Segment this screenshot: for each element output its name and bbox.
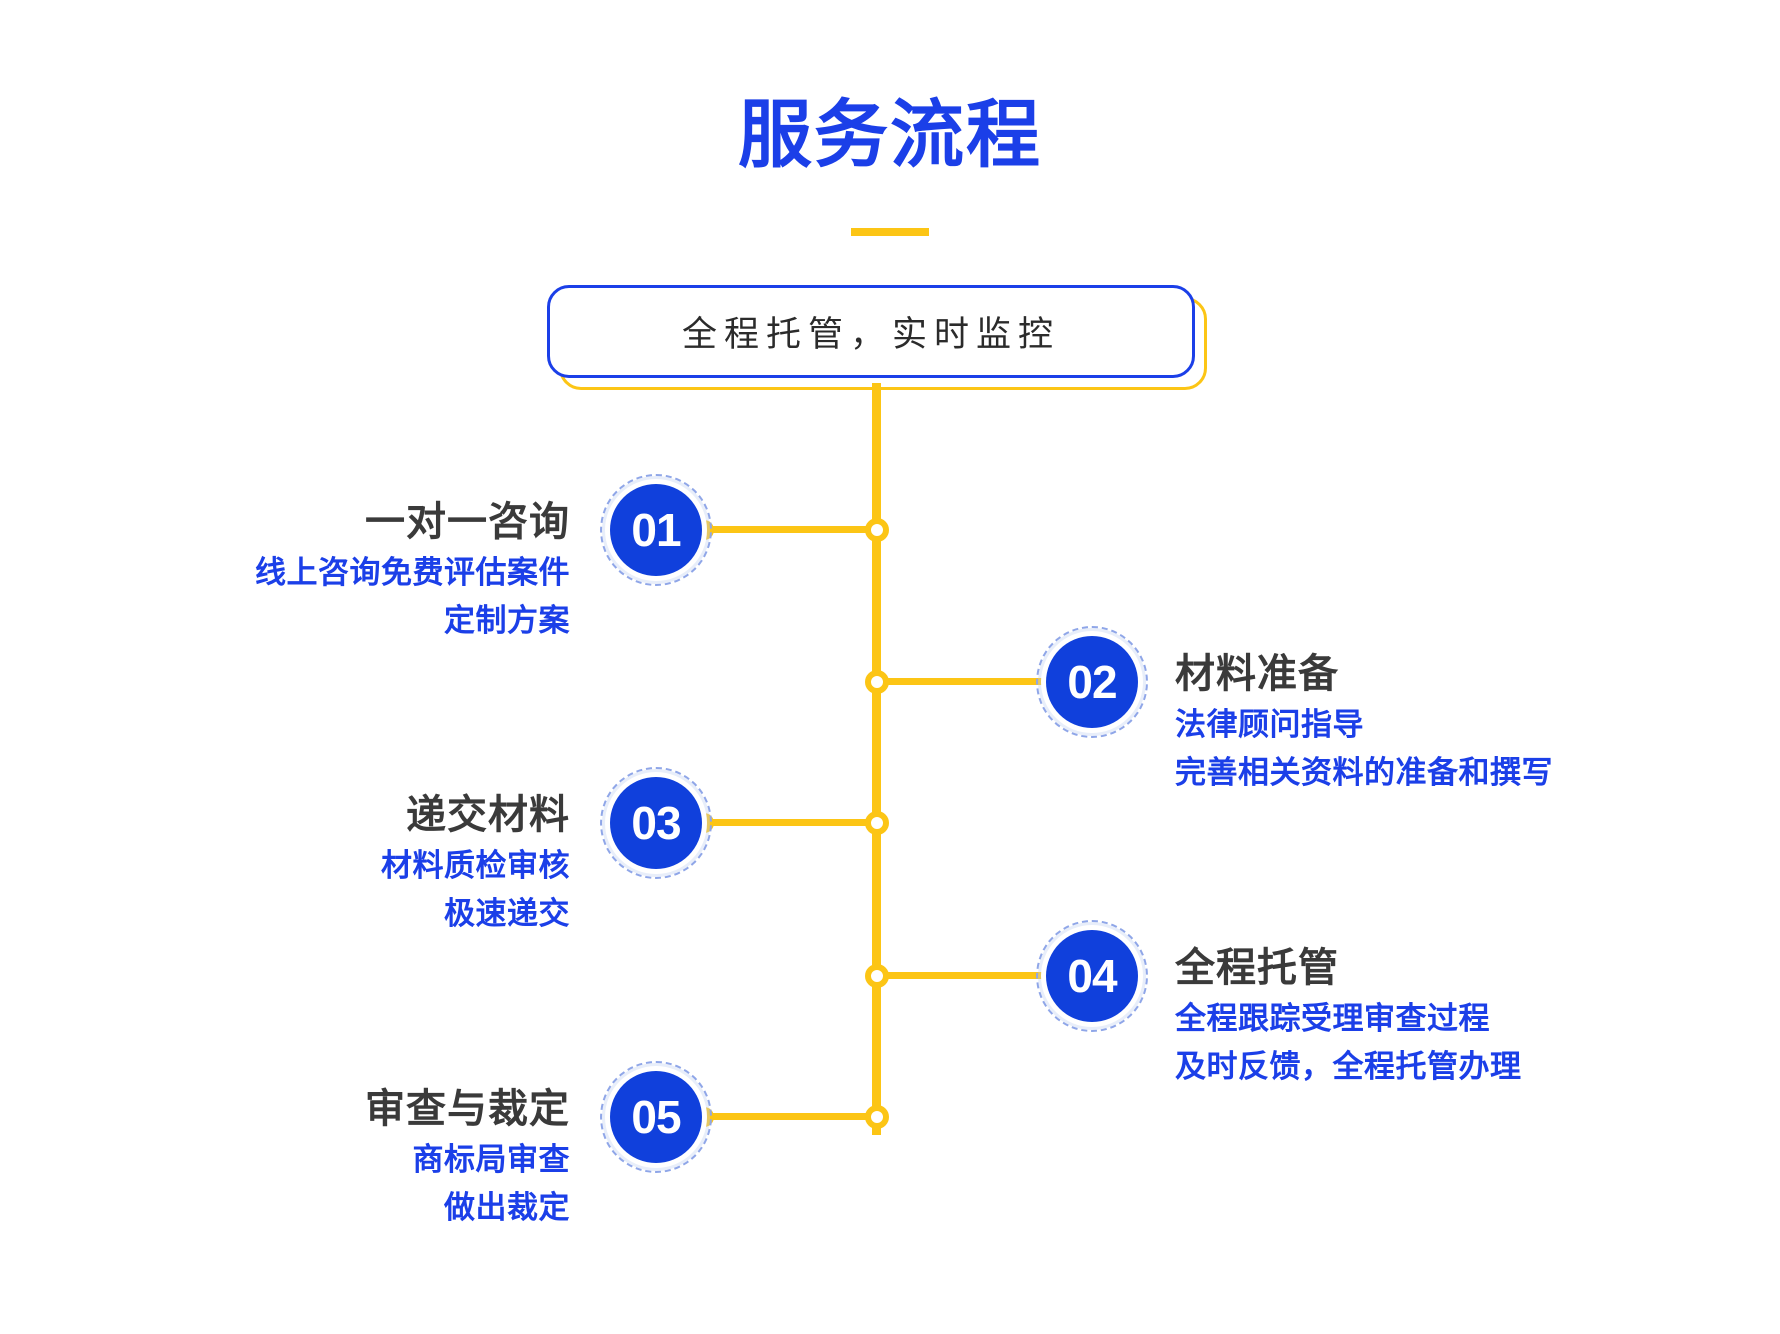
title-underline-accent: [851, 228, 929, 236]
node-dashed-ring-05: [600, 1061, 712, 1173]
step-node-02[interactable]: 02: [1036, 626, 1148, 738]
connector-line-04: [877, 972, 1057, 979]
step-detail-03-line-1: 材料质检审核: [381, 848, 570, 883]
step-node-05[interactable]: 05: [600, 1061, 712, 1173]
spine-marker-03: [865, 811, 889, 835]
step-detail-02-line-1: 法律顾问指导: [1175, 707, 1364, 742]
step-title-03: 递交材料: [406, 793, 570, 837]
step-detail-05-line-2: 做出裁定: [444, 1190, 570, 1225]
step-title-01: 一对一咨询: [365, 500, 570, 544]
step-number-02: 02: [1067, 656, 1117, 708]
connector-line-05: [700, 1113, 880, 1120]
banner: 全程托管，实时监控: [547, 285, 1207, 390]
step-text-05: 审查与裁定 商标局审查 做出裁定: [365, 1082, 570, 1232]
step-text-02: 材料准备 法律顾问指导 完善相关资料的准备和撰写: [1175, 647, 1553, 797]
node-disc-04: 04: [1046, 930, 1138, 1022]
page-title: 服务流程: [738, 93, 1042, 176]
connector-line-02: [877, 678, 1057, 685]
step-detail-04-line-2: 及时反馈，全程托管办理: [1175, 1049, 1522, 1084]
step-detail-05-line-1: 商标局审查: [412, 1142, 570, 1177]
step-detail-01-line-2: 定制方案: [444, 603, 570, 638]
node-dashed-ring-04: [1036, 920, 1148, 1032]
timeline-spine: [872, 383, 881, 1135]
step-number-05: 05: [631, 1091, 681, 1143]
step-detail-01-line-1: 线上咨询免费评估案件: [255, 555, 570, 590]
step-node-01[interactable]: 01: [600, 474, 712, 586]
node-dashed-ring-03: [600, 767, 712, 879]
node-disc-01: 01: [610, 484, 702, 576]
step-detail-04-line-1: 全程跟踪受理审查过程: [1175, 1001, 1490, 1036]
step-node-03[interactable]: 03: [600, 767, 712, 879]
banner-box: 全程托管，实时监控: [547, 285, 1195, 378]
node-disc-05: 05: [610, 1071, 702, 1163]
spine-marker-05: [865, 1105, 889, 1129]
node-disc-02: 02: [1046, 636, 1138, 728]
step-text-04: 全程托管 全程跟踪受理审查过程 及时反馈，全程托管办理: [1175, 941, 1522, 1091]
step-node-04[interactable]: 04: [1036, 920, 1148, 1032]
spine-marker-01: [865, 518, 889, 542]
step-detail-03-line-2: 极速递交: [444, 896, 570, 931]
spine-marker-02: [865, 670, 889, 694]
step-title-04: 全程托管: [1175, 946, 1339, 990]
step-title-02: 材料准备: [1175, 652, 1339, 696]
step-number-04: 04: [1067, 950, 1117, 1002]
banner-text: 全程托管，实时监控: [681, 315, 1060, 354]
step-number-03: 03: [631, 797, 681, 849]
node-dashed-ring-01: [600, 474, 712, 586]
step-detail-02-line-2: 完善相关资料的准备和撰写: [1175, 755, 1553, 790]
step-title-05: 审查与裁定: [365, 1087, 570, 1131]
node-dashed-ring-02: [1036, 626, 1148, 738]
spine-marker-04: [865, 964, 889, 988]
connector-line-03: [700, 819, 880, 826]
node-disc-03: 03: [610, 777, 702, 869]
step-text-03: 递交材料 材料质检审核 极速递交: [381, 788, 570, 938]
connector-line-01: [700, 526, 880, 533]
step-text-01: 一对一咨询 线上咨询免费评估案件 定制方案: [255, 495, 570, 645]
step-number-01: 01: [631, 504, 681, 556]
